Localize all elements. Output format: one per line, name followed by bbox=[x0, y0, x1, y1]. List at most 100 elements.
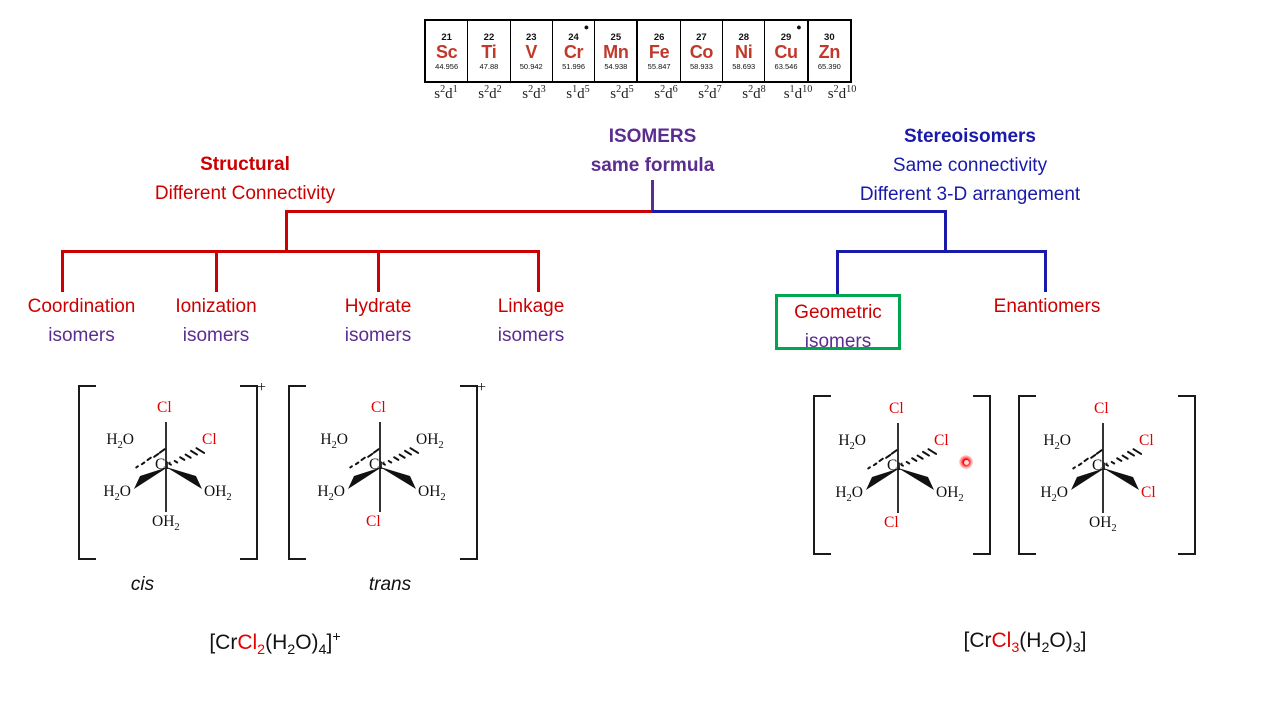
atom-lower-right: OH2 bbox=[204, 483, 232, 504]
element-mass: 47.88 bbox=[479, 61, 499, 71]
branch-hydrate-isomers[interactable]: Hydrate isomers bbox=[312, 292, 444, 350]
electron-config-6: s2d7 bbox=[698, 84, 722, 102]
electron-config-1: s2d2 bbox=[478, 84, 502, 102]
connector-root-stem bbox=[651, 180, 654, 212]
atom-lower-right: OH2 bbox=[418, 483, 446, 504]
wedge-bond-lower-right bbox=[1103, 468, 1139, 490]
stereoisomers-heading: Stereoisomers Same connectivity Differen… bbox=[770, 122, 1170, 209]
element-symbol: Fe bbox=[648, 41, 670, 62]
atom-lower-left: H2O bbox=[1040, 484, 1068, 505]
wedge-bond-lower-right bbox=[380, 467, 416, 489]
branch-geometric-isomers-highlighted[interactable]: Geometric isomers bbox=[775, 294, 901, 352]
connector-drop-hydrate bbox=[377, 250, 380, 292]
connector-stereo-stem bbox=[944, 210, 947, 253]
wedge-bond-lower-left bbox=[1071, 468, 1105, 490]
branch-coordination-suffix: isomers bbox=[48, 325, 115, 346]
connector-drop-coordination bbox=[61, 250, 64, 292]
element-symbol: Ni bbox=[735, 41, 753, 62]
electron-config-9: s2d10 bbox=[827, 84, 857, 102]
connector-drop-enantiomers bbox=[1044, 250, 1047, 292]
branch-linkage-isomers[interactable]: Linkage isomers bbox=[466, 292, 596, 350]
structural-heading: Structural Different Connectivity bbox=[85, 150, 405, 208]
branch-coordination-isomers[interactable]: Coordination isomers bbox=[3, 292, 160, 350]
formula-water: (H2O)4 bbox=[265, 631, 327, 659]
atom-upper-right: Cl bbox=[202, 431, 217, 448]
branch-geometric-name: Geometric bbox=[794, 302, 882, 323]
formula-close: ] bbox=[326, 631, 333, 654]
element-symbol: V bbox=[525, 41, 538, 62]
atom-upper-right: OH2 bbox=[416, 431, 444, 452]
atom-top: Cl bbox=[889, 400, 904, 417]
branch-linkage-name: Linkage bbox=[497, 296, 565, 317]
bond-bottom bbox=[379, 467, 381, 512]
atom-bottom: OH2 bbox=[1089, 514, 1117, 535]
branch-hydrate-name: Hydrate bbox=[344, 296, 412, 317]
connector-drop-linkage bbox=[537, 250, 540, 292]
formula-right: [CrCl3(H2O)3] bbox=[880, 629, 1170, 656]
connector-stereo-horizontal bbox=[652, 210, 947, 213]
isomers-root-heading: ISOMERS same formula bbox=[525, 122, 780, 180]
element-symbol: Mn bbox=[603, 41, 629, 62]
stereoisomers-subtitle-1: Same connectivity bbox=[892, 155, 1048, 176]
element-mass: 55.847 bbox=[647, 61, 671, 71]
element-number: 22 bbox=[483, 31, 495, 43]
atom-bottom: OH2 bbox=[152, 513, 180, 534]
atom-upper-right: Cl bbox=[934, 432, 949, 449]
atom-upper-left: H2O bbox=[106, 431, 134, 452]
atom-top: Cl bbox=[371, 399, 386, 416]
formula-charge: + bbox=[332, 629, 341, 645]
atom-center-metal: Cr bbox=[155, 456, 171, 473]
bracket-left bbox=[78, 385, 96, 560]
electron-config-7: s2d8 bbox=[742, 84, 766, 102]
bond-bottom bbox=[165, 467, 167, 512]
branch-ionization-name: Ionization bbox=[175, 296, 257, 317]
element-mass: 63.546 bbox=[774, 61, 798, 71]
branch-ionization-suffix: isomers bbox=[182, 325, 250, 346]
atom-bottom: Cl bbox=[884, 514, 899, 531]
element-number: 29 bbox=[780, 31, 792, 43]
branch-geometric-suffix: isomers bbox=[804, 331, 872, 352]
element-mass: 44.956 bbox=[435, 61, 459, 71]
formula-close: ] bbox=[1080, 629, 1087, 652]
electron-config-8: s1d10 bbox=[783, 84, 813, 102]
connector-structural-horizontal bbox=[285, 210, 654, 213]
element-number: 21 bbox=[441, 31, 452, 43]
element-number: 25 bbox=[610, 31, 622, 43]
wedge-bond-lower-left bbox=[348, 467, 382, 489]
bond-top bbox=[379, 422, 381, 467]
atom-center-metal: Cr bbox=[369, 456, 385, 473]
structural-title: Structural bbox=[200, 154, 290, 175]
atom-lower-right: OH2 bbox=[936, 484, 964, 505]
bond-bottom bbox=[897, 468, 899, 513]
electron-config-3: s1d5 bbox=[566, 84, 590, 102]
element-mass: 58.933 bbox=[689, 61, 713, 71]
atom-lower-right: Cl bbox=[1141, 484, 1156, 501]
atom-top: Cl bbox=[1094, 400, 1109, 417]
stereoisomers-subtitle-2: Different 3-D arrangement bbox=[859, 184, 1081, 205]
element-mass: 50.942 bbox=[519, 61, 543, 71]
element-marker: ● bbox=[583, 22, 590, 32]
atom-lower-left: H2O bbox=[103, 483, 131, 504]
atom-top: Cl bbox=[157, 399, 172, 416]
element-number: 27 bbox=[696, 31, 707, 43]
atom-bottom: Cl bbox=[366, 513, 381, 530]
branch-ionization-isomers[interactable]: Ionization isomers bbox=[152, 292, 280, 350]
atom-upper-left: H2O bbox=[838, 432, 866, 453]
wedge-bond-lower-left bbox=[866, 468, 900, 490]
atom-lower-left: H2O bbox=[317, 483, 345, 504]
bond-top bbox=[165, 422, 167, 467]
caption-trans: trans bbox=[368, 574, 412, 595]
element-symbol: Co bbox=[689, 41, 714, 62]
branch-enantiomers[interactable]: Enantiomers bbox=[966, 292, 1128, 321]
